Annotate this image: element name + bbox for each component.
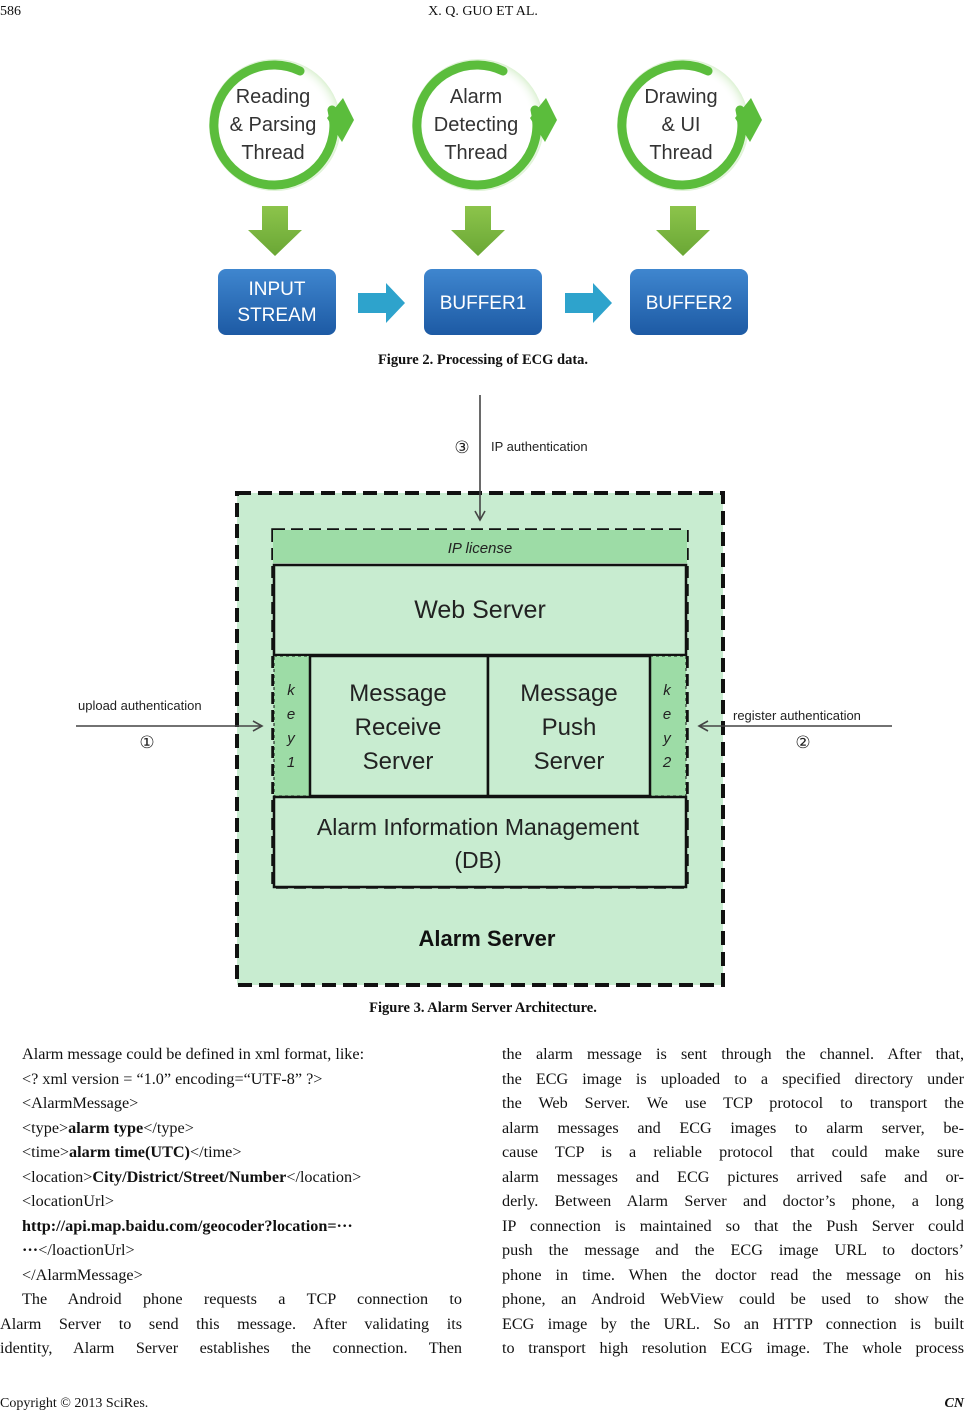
alarm-info-line-2: (DB) bbox=[454, 847, 501, 873]
xml-url-value: http://api.map.baidu.com/geocoder?locati… bbox=[22, 1216, 353, 1235]
register-auth-number: ② bbox=[795, 733, 810, 752]
key1-strip bbox=[273, 655, 311, 797]
key2-char-2: 2 bbox=[662, 754, 672, 771]
xml-location-value: City/District/Street/Number bbox=[92, 1167, 287, 1186]
message-push-line-3: Server bbox=[534, 748, 605, 775]
xml-url-close-line: ···</loactionUrl> bbox=[22, 1241, 135, 1259]
thread-ring-reading-parsing bbox=[209, 59, 354, 191]
right-line-1: the alarm message is sent through the ch… bbox=[502, 1045, 964, 1063]
buffer2-label: BUFFER2 bbox=[646, 293, 733, 314]
xml-root-close: </AlarmMessage> bbox=[22, 1265, 143, 1284]
running-title: X. Q. GUO ET AL. bbox=[428, 4, 538, 19]
upload-auth-label: upload authentication bbox=[78, 698, 202, 713]
message-receive-server-box bbox=[308, 654, 490, 798]
xml-url-open: <locationUrl> bbox=[22, 1192, 114, 1210]
input-stream-line-1: INPUT bbox=[249, 279, 306, 300]
xml-time-value: alarm time(UTC) bbox=[69, 1143, 190, 1161]
xml-type-line: <type>alarm type</type> bbox=[22, 1118, 194, 1137]
right-line-5: cause TCP is a reliable protocol that co… bbox=[502, 1143, 964, 1161]
thread-1-line-3: Thread bbox=[241, 142, 304, 164]
message-push-server-box bbox=[486, 654, 652, 798]
buffer2-box bbox=[630, 269, 748, 335]
journal-abbrev: CN bbox=[944, 1396, 964, 1411]
key2-char-e: e bbox=[663, 706, 671, 723]
thread-2-line-1: Alarm bbox=[450, 86, 502, 108]
thread-1-line-1: Reading bbox=[236, 86, 311, 108]
alarm-info-line-1: Alarm Information Management bbox=[317, 814, 640, 840]
right-line-12: ECG image by the URL. So an HTTP connect… bbox=[502, 1314, 964, 1333]
thread-3-line-2: & UI bbox=[662, 114, 701, 136]
ip-license-strip bbox=[273, 530, 687, 563]
alarm-info-management-box bbox=[272, 795, 688, 889]
left-para-line-3: identity, Alarm Server establishes the c… bbox=[0, 1339, 462, 1357]
buffer1-box bbox=[424, 269, 542, 335]
down-arrow-3 bbox=[656, 206, 710, 256]
figure-2-diagram: Reading & Parsing Thread Alarm Detecting… bbox=[209, 59, 762, 335]
key1-char-1: 1 bbox=[287, 754, 295, 771]
message-push-line-1: Message bbox=[520, 680, 617, 707]
alarm-server-title: Alarm Server bbox=[419, 926, 556, 951]
xml-type-value: alarm type bbox=[68, 1118, 144, 1137]
ip-auth-label: IP authentication bbox=[491, 439, 588, 454]
xml-root-open: <AlarmMessage> bbox=[22, 1094, 139, 1112]
right-arrow-2 bbox=[565, 283, 612, 323]
web-server-box bbox=[272, 563, 688, 657]
input-stream-box bbox=[218, 269, 336, 335]
figure-3-caption: Figure 3. Alarm Server Architecture. bbox=[369, 1000, 597, 1016]
copyright: Copyright © 2013 SciRes. bbox=[0, 1396, 149, 1411]
right-line-8: IP connection is maintained so that the … bbox=[502, 1216, 964, 1235]
buffer1-label: BUFFER1 bbox=[440, 293, 527, 314]
key2-char-y: y bbox=[662, 730, 672, 747]
web-server-label: Web Server bbox=[414, 596, 546, 624]
right-line-3: the Web Server. We use TCP protocol to t… bbox=[502, 1094, 964, 1112]
down-arrow-1 bbox=[248, 206, 302, 256]
input-stream-line-2: STREAM bbox=[237, 305, 316, 326]
ip-auth-number: ③ bbox=[454, 438, 469, 457]
message-receive-line-3: Server bbox=[363, 748, 434, 775]
right-column: the alarm message is sent through the ch… bbox=[502, 1042, 964, 1361]
figure-2-caption: Figure 2. Processing of ECG data. bbox=[377, 352, 589, 368]
key1-char-e: e bbox=[287, 706, 295, 723]
key2-strip bbox=[649, 655, 687, 797]
left-column: Alarm message could be defined in xml fo… bbox=[0, 1042, 462, 1361]
message-receive-line-1: Message bbox=[349, 680, 446, 707]
ip-license-label: IP license bbox=[448, 540, 512, 557]
thread-2-line-3: Thread bbox=[444, 142, 507, 164]
left-para-line-2: Alarm Server to send this message. After… bbox=[0, 1314, 462, 1333]
message-push-line-2: Push bbox=[542, 714, 597, 741]
thread-1-line-2: & Parsing bbox=[230, 114, 317, 136]
right-line-4: alarm messages and ECG images to alarm s… bbox=[502, 1118, 964, 1137]
thread-2-line-2: Detecting bbox=[434, 114, 519, 136]
key1-char-y: y bbox=[286, 730, 296, 747]
thread-3-line-1: Drawing bbox=[644, 86, 717, 108]
thread-ring-alarm-detecting bbox=[412, 59, 557, 191]
right-line-10: phone in time. When the doctor read the … bbox=[502, 1265, 964, 1284]
xml-time-line: <time>alarm time(UTC)</time> bbox=[22, 1143, 242, 1161]
xml-declaration: <? xml version = “1.0” encoding=“UTF-8” … bbox=[22, 1069, 323, 1088]
upload-auth-number: ① bbox=[139, 733, 154, 752]
page-number: 586 bbox=[0, 4, 21, 19]
figure-3-diagram: IP license Web Server k e y 1 k e y 2 Me… bbox=[76, 395, 892, 987]
right-line-2: the ECG image is uploaded to a specified… bbox=[502, 1069, 964, 1088]
xml-location-line: <location>City/District/Street/Number</l… bbox=[22, 1167, 362, 1186]
left-para-line-1: The Android phone requests a TCP connect… bbox=[22, 1290, 462, 1308]
down-arrow-2 bbox=[451, 206, 505, 256]
thread-ring-drawing-ui bbox=[617, 59, 762, 191]
right-line-13: to transport high resolution ECG image. … bbox=[502, 1339, 964, 1357]
thread-3-line-3: Thread bbox=[649, 142, 712, 164]
message-receive-line-2: Receive bbox=[355, 714, 442, 741]
right-line-6: alarm messages and ECG pictures arrived … bbox=[502, 1167, 964, 1186]
right-line-7: derly. Between Alarm Server and doctor’s… bbox=[502, 1192, 964, 1210]
right-arrow-1 bbox=[358, 283, 405, 323]
right-line-11: phone, an Android WebView could be used … bbox=[502, 1290, 964, 1308]
xml-intro: Alarm message could be defined in xml fo… bbox=[22, 1045, 365, 1063]
key2-char-k: k bbox=[663, 682, 672, 699]
register-auth-label: register authentication bbox=[733, 708, 861, 723]
right-line-9: push the message and the ECG image URL t… bbox=[502, 1241, 964, 1259]
key1-char-k: k bbox=[287, 682, 296, 699]
